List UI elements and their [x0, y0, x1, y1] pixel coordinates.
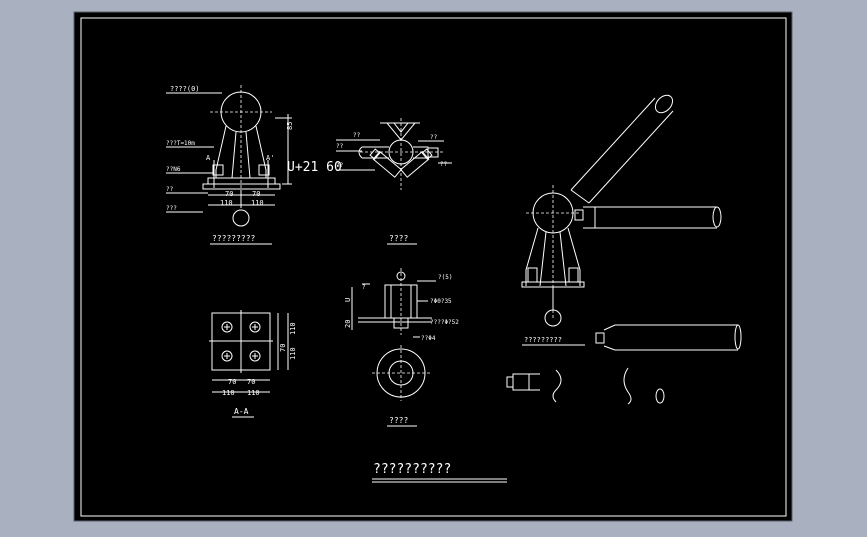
label-section-a: A	[206, 154, 211, 162]
aa-title: A-A	[234, 407, 249, 416]
label-plate: ???T=10m	[166, 140, 195, 147]
top-label-3: ??	[336, 162, 344, 169]
aa-dim-70-b: 70	[247, 378, 255, 386]
label-bolt-ball: ????(0)	[170, 85, 200, 93]
dim-70-left: 70	[225, 190, 233, 198]
drawing-border	[80, 17, 787, 517]
iso-view: ?????????	[521, 94, 722, 346]
top-label-2: ??	[336, 143, 344, 150]
drawing-title: ??????????	[373, 462, 451, 477]
detail-title: ????	[389, 416, 408, 425]
label-weld: ??N6	[166, 166, 181, 173]
top-label-4: ??	[430, 134, 438, 141]
dim-big: U+21 60	[287, 160, 342, 175]
section-aa: 70 70 110 110 110 70 110 A-A	[209, 310, 297, 418]
top-view-title: ????	[389, 234, 408, 243]
top-label-5: ??	[440, 161, 448, 168]
dim-70-right: 70	[252, 190, 260, 198]
label-base: ???	[166, 205, 177, 212]
aa-dim-right-70: 70	[279, 344, 287, 352]
detail-view: ?(5) U 20 ?Φ0?35 ????Φ?52 ??Φ4 ? ????	[344, 268, 459, 427]
iso-title: ?????????	[524, 336, 562, 344]
label-cone: ??	[166, 186, 174, 193]
top-label-1: ??	[353, 132, 361, 139]
aa-dim-70-a: 70	[228, 378, 236, 386]
main-support-view: ????(0) ???T=10m A A' ??N6 ?? ??? 85 70 …	[166, 85, 342, 245]
aa-dim-110-a: 110	[222, 389, 235, 397]
detail-side-mark: ?	[362, 284, 366, 291]
label-section-a2: A'	[266, 154, 274, 162]
aa-dim-right-110b: 110	[289, 347, 297, 360]
top-view: ?? ?? ?? ?? ?? ????	[336, 118, 452, 245]
aa-dim-right-110a: 110	[289, 322, 297, 335]
dim-110-left: 110	[220, 199, 233, 207]
detail-callout-3: ??Φ4	[421, 335, 436, 342]
aa-dim-110-b: 110	[247, 389, 260, 397]
detail-callout-2: ????Φ?52	[430, 319, 459, 326]
anchor-circle	[232, 209, 250, 227]
dim-85: 85	[286, 122, 294, 130]
main-view-title: ?????????	[212, 234, 256, 243]
dim-110-right: 110	[251, 199, 264, 207]
detail-dim-h1: U	[344, 298, 352, 302]
drawing-sheet	[73, 11, 793, 522]
detail-dim-h2: 20	[344, 320, 352, 328]
detail-callout-1: ?Φ0?35	[430, 298, 452, 305]
small-parts	[506, 324, 742, 405]
detail-top-callout: ?(5)	[438, 274, 452, 281]
